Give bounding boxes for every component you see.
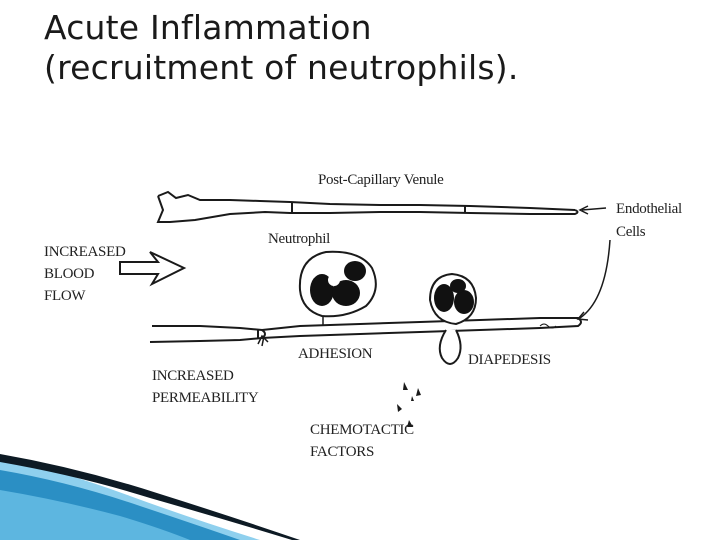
chemotactic-label-line2: FACTORS [310,444,374,460]
endothelial-label-line1: Endothelial [616,201,682,217]
diapedesis-neutrophil [428,272,478,365]
chemotactic-factor-marks [397,382,421,427]
decorative-corner-wave [0,454,300,540]
chemotactic-label-line1: CHEMOTACTIC [310,422,414,438]
blood-flow-arrow [119,251,187,287]
blood-flow-label-line2: BLOOD [44,266,95,282]
endothelial-label-line2: Cells [616,224,646,240]
diapedesis-label: DIAPEDESIS [468,352,551,368]
endothelial-pointers [257,205,611,347]
adhering-neutrophil [298,250,377,318]
title-line-2: (recruitment of neutrophils). [44,48,519,87]
neutrophil-label: Neutrophil [268,231,330,247]
blood-flow-label-line1: INCREASED [44,244,126,260]
lower-vessel-wall [149,317,582,343]
title-line-1: Acute Inflammation [44,8,372,47]
upper-vessel-wall [156,190,579,223]
membrane-mark [539,323,557,329]
adhesion-label: ADHESION [298,346,373,362]
permeability-label-line2: PERMEABILITY [152,390,259,406]
permeability-label-line1: INCREASED [152,368,234,384]
blood-flow-label-line3: FLOW [44,288,86,304]
slide-title: Acute Inflammation (recruitment of neutr… [44,8,519,88]
venule-label: Post-Capillary Venule [318,172,444,188]
